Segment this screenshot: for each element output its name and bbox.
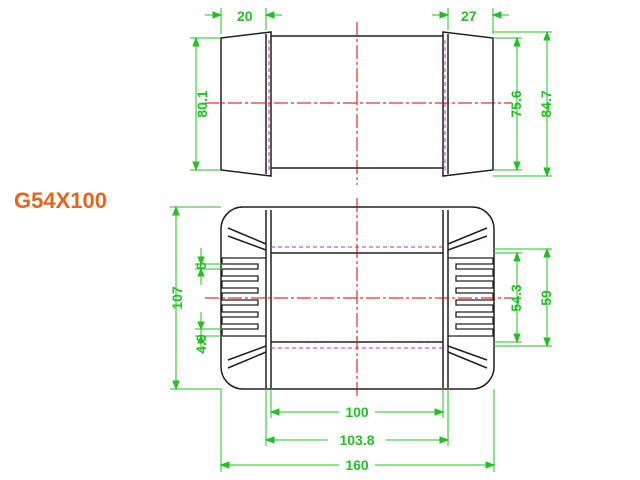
front-left-pin-slots bbox=[221, 257, 266, 337]
front-dimension-label-backgrounds bbox=[328, 404, 386, 473]
front-dimension-labels: 107 6 4.9 54.3 59 100 103.8 160 bbox=[169, 262, 554, 473]
front-centerlines bbox=[205, 198, 512, 398]
model-title: G54X100 bbox=[14, 188, 107, 213]
dim-label-20: 20 bbox=[237, 8, 253, 24]
dim-label-27: 27 bbox=[461, 8, 477, 24]
dim-label-84-7: 84.7 bbox=[538, 90, 554, 117]
front-right-pin-slots bbox=[448, 257, 494, 337]
top-dimension-labels: 20 27 80.1 75.6 84.7 bbox=[194, 8, 554, 118]
top-right-flange bbox=[442, 31, 494, 177]
dim-label-6: 6 bbox=[193, 262, 209, 270]
top-left-flange bbox=[220, 31, 272, 177]
top-dimensions bbox=[190, 8, 552, 178]
dim-label-54-3: 54.3 bbox=[508, 284, 524, 311]
dim-label-75-6: 75.6 bbox=[508, 90, 524, 117]
dim-label-100: 100 bbox=[345, 404, 369, 420]
dim-label-107: 107 bbox=[169, 286, 185, 310]
top-hidden-lines bbox=[268, 40, 446, 172]
dim-label-4-9: 4.9 bbox=[193, 334, 209, 354]
top-centerlines bbox=[205, 22, 512, 185]
dim-label-59: 59 bbox=[538, 290, 554, 306]
dim-label-103-8: 103.8 bbox=[339, 432, 374, 448]
dim-label-80-1: 80.1 bbox=[194, 90, 210, 117]
dim-label-160: 160 bbox=[345, 457, 369, 473]
